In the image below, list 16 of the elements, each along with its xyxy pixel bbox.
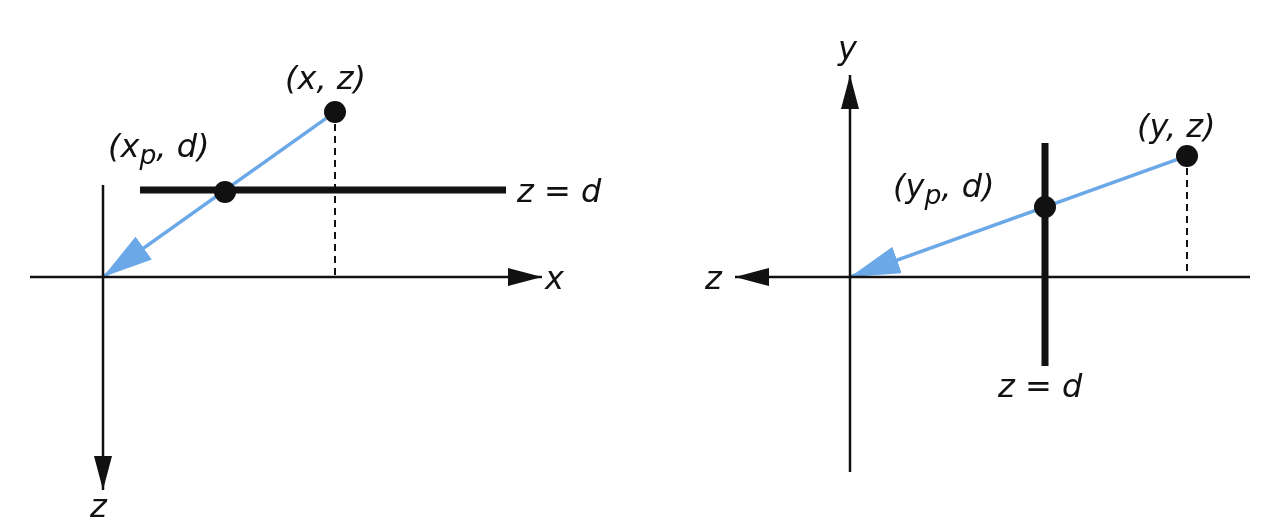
point-label: (x, z) <box>285 62 367 94</box>
point-dot <box>324 101 346 123</box>
axis-label: z <box>90 490 107 522</box>
point-dot <box>1034 196 1056 218</box>
projection-arrow <box>102 116 328 279</box>
point-label: (x$_{p}$, d) <box>108 130 210 170</box>
plane-label: z = d <box>517 175 602 207</box>
point-dot <box>1176 145 1198 167</box>
axis-label: x <box>545 262 564 294</box>
point-dot <box>214 181 236 203</box>
plane-label: z = d <box>998 370 1083 402</box>
point-label: (y, z) <box>1137 110 1216 142</box>
axis-label: z <box>705 262 722 294</box>
axis-label: y <box>838 32 857 64</box>
point-label: (y$_{p}$, d) <box>893 170 995 210</box>
projection-arrow <box>849 158 1178 279</box>
